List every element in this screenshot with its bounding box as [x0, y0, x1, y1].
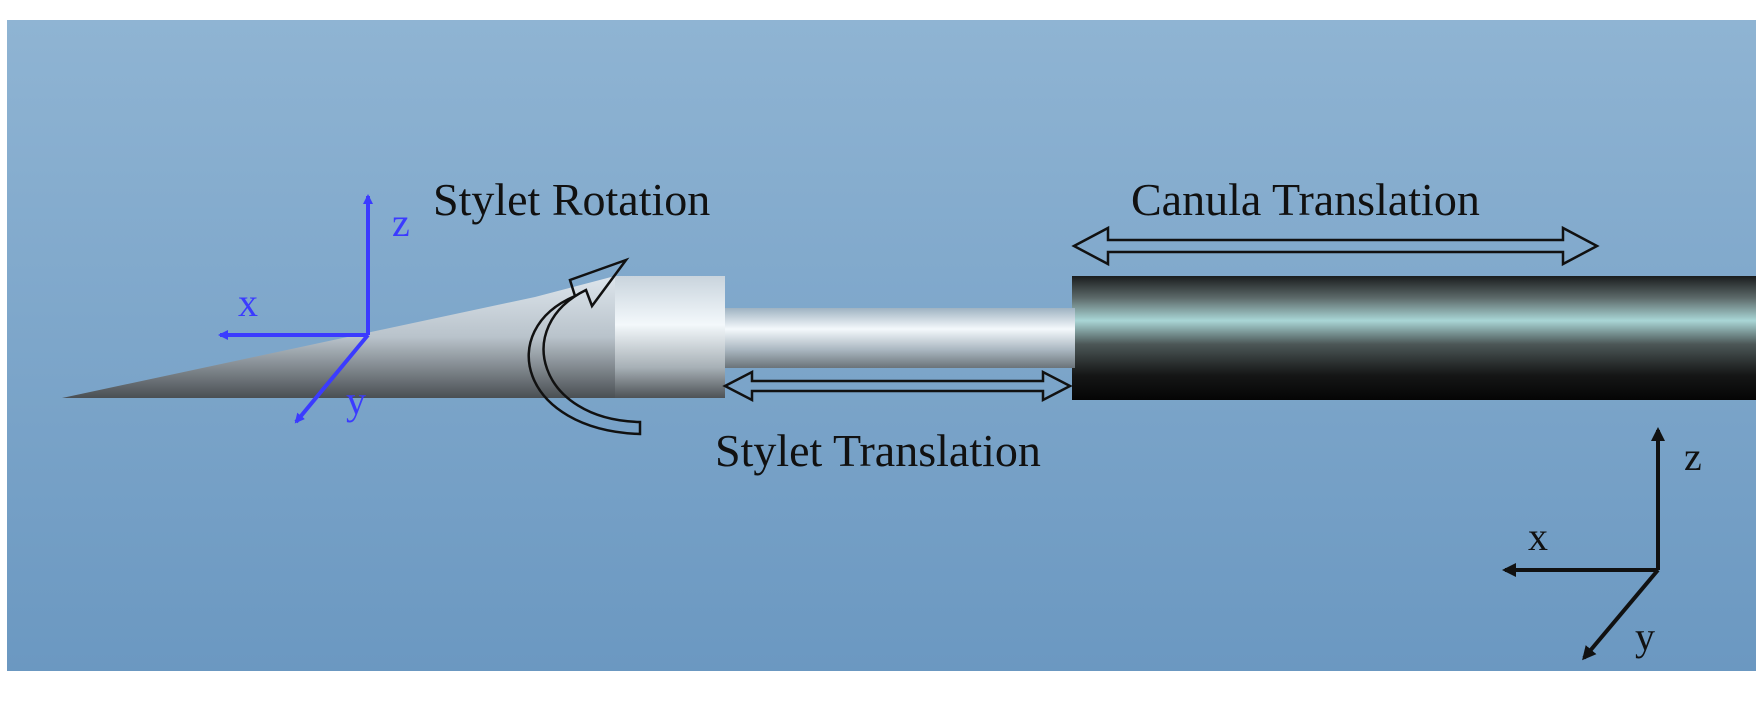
global-y-label: y — [1635, 614, 1655, 659]
local-axes — [218, 194, 373, 424]
canula-translation-label: Canula Translation — [1131, 174, 1480, 225]
stylet-collar — [615, 276, 725, 398]
local-z-label: z — [392, 200, 410, 245]
global-y-axis — [1582, 568, 1660, 661]
stylet-translation-label: Stylet Translation — [715, 425, 1041, 476]
stylet-shaft — [720, 308, 1075, 368]
stylet-rotation-label: Stylet Rotation — [433, 174, 710, 225]
global-axes — [1502, 427, 1665, 661]
stylet-tip — [62, 276, 615, 398]
local-y-label: y — [346, 378, 366, 423]
stylet-translation-double-arrow-icon — [722, 369, 1073, 403]
canula-translation-double-arrow-icon — [1071, 225, 1600, 267]
rotation-arrow-icon — [527, 257, 642, 436]
global-z-label: z — [1684, 434, 1702, 479]
local-x-label: x — [238, 280, 258, 325]
canula-tube — [1072, 276, 1756, 400]
local-y-axis — [294, 333, 370, 424]
global-x-label: x — [1528, 514, 1548, 559]
